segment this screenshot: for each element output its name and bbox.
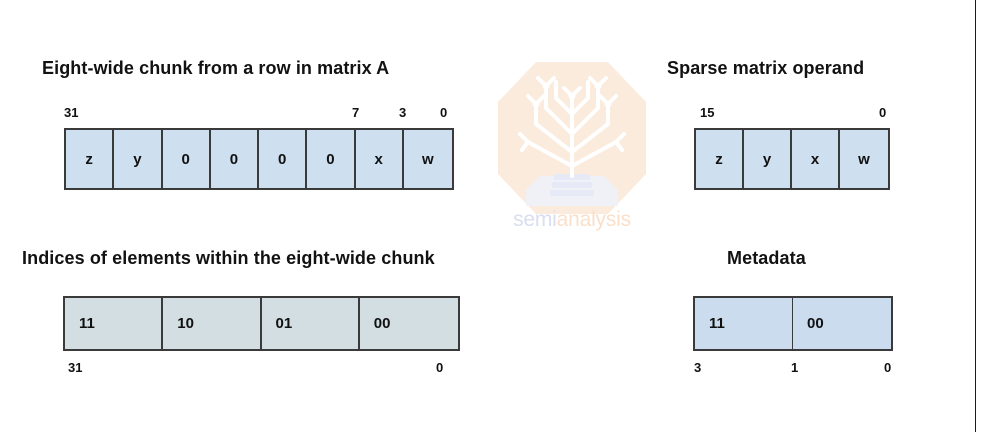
watermark-text-analysis: analysis [556, 208, 631, 231]
metadata-cell: 11 [695, 298, 794, 349]
metadata-cell: 00 [807, 315, 824, 332]
chunk-cell: 0 [307, 130, 356, 188]
chunk-bit-label-7: 7 [352, 105, 360, 120]
chunk-bit-label-0: 0 [440, 105, 448, 120]
watermark-text: semianalysis [492, 208, 652, 232]
chunk-cell: 0 [163, 130, 211, 188]
chunk-bit-label-31: 31 [64, 105, 79, 120]
indices-bit-label-0: 0 [436, 360, 444, 375]
indices-row: 11 10 01 00 [63, 296, 460, 351]
indices-cell: 00 [373, 315, 391, 332]
sparse-section-title: Sparse matrix operand [667, 58, 865, 78]
chunk-bit-label-3: 3 [399, 105, 407, 120]
sparse-cell: y [744, 130, 792, 188]
indices-cell: 11 [65, 298, 164, 349]
indices-cell: 10 [163, 298, 262, 349]
metadata-bit-label-0: 0 [884, 360, 892, 375]
sparse-bit-label-15: 15 [700, 105, 715, 120]
semianalysis-logo-icon [492, 56, 652, 226]
chunk-cell: 0 [211, 130, 259, 188]
chunk-section-title: Eight-wide chunk from a row in matrix A [42, 58, 390, 78]
chunk-cell: 0 [259, 130, 308, 188]
chunk-cell: w [422, 150, 434, 168]
indices-bit-label-31: 31 [68, 360, 83, 375]
metadata-bit-label-1: 1 [791, 360, 799, 375]
sparse-row: z y x w [694, 128, 890, 190]
sparse-bit-label-0: 0 [879, 105, 887, 120]
metadata-row: 11 00 [693, 296, 893, 351]
sparse-cell: z [696, 130, 744, 188]
indices-cell: 01 [262, 298, 360, 349]
chunk-cell: y [114, 130, 163, 188]
chunk-cell: x [356, 130, 404, 188]
chunk-row: z y 0 0 0 0 x w [64, 128, 454, 190]
metadata-section-title: Metadata [727, 248, 806, 268]
indices-section-title: Indices of elements within the eight-wid… [22, 248, 435, 268]
watermark-text-semi: semi [513, 208, 557, 231]
metadata-bit-label-3: 3 [694, 360, 702, 375]
sparse-cell: x [792, 130, 840, 188]
chunk-cell: z [66, 130, 115, 188]
sparse-cell: w [858, 150, 870, 168]
right-edge-divider [975, 0, 976, 432]
